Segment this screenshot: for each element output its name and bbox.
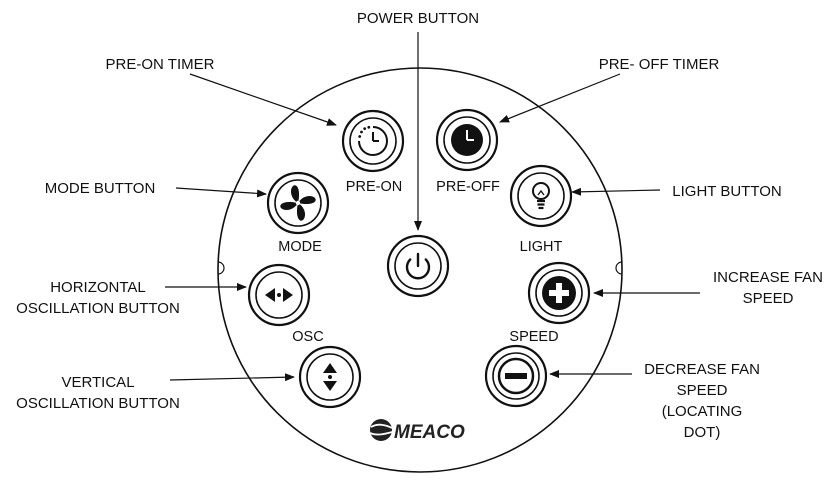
clock-icon: [451, 124, 483, 156]
arrow-pre-off: [499, 73, 621, 123]
mode-button[interactable]: [266, 171, 330, 235]
label-vertical-osc-line2: OSCILLATION BUTTON: [16, 395, 180, 412]
label-light-button: LIGHT BUTTON: [672, 183, 781, 200]
vertical-oscillation-button[interactable]: [298, 345, 362, 409]
label-decrease-speed-line3: (LOCATING: [662, 403, 743, 420]
panel-notch-right: [615, 261, 623, 275]
mode-panel-label: MODE: [278, 239, 322, 255]
label-mode-button: MODE BUTTON: [45, 180, 156, 197]
pre-on-timer-button[interactable]: [341, 109, 405, 173]
light-button[interactable]: [509, 164, 573, 228]
label-pre-off-timer: PRE- OFF TIMER: [599, 56, 720, 73]
minus-icon: [497, 357, 535, 395]
callout-arrows: [165, 32, 700, 382]
power-button[interactable]: [386, 234, 450, 298]
horizontal-oscillation-button[interactable]: [247, 263, 311, 327]
light-bulb-icon: [532, 182, 550, 210]
arrow-light: [571, 187, 661, 196]
increase-speed-button[interactable]: [527, 261, 591, 325]
label-decrease-speed-line4: DOT): [684, 424, 721, 441]
speed-panel-label: SPEED: [509, 329, 558, 345]
arrow-vertical-osc: [169, 373, 295, 382]
power-icon: [405, 258, 431, 280]
left-right-arrows-icon: [265, 288, 293, 302]
label-power-button: POWER BUTTON: [357, 10, 479, 27]
label-horizontal-osc-line2: OSCILLATION BUTTON: [16, 300, 180, 317]
label-decrease-speed-line1: DECREASE FAN: [644, 361, 760, 378]
label-horizontal-osc-line1: HORIZONTAL: [50, 279, 146, 296]
meaco-wordmark: MEACO: [394, 422, 465, 443]
meaco-logo: MEACO: [369, 419, 465, 443]
pre-on-panel-label: PRE-ON: [346, 179, 402, 195]
plus-icon: [542, 276, 576, 310]
osc-panel-label: OSC: [292, 329, 323, 345]
label-pre-on-timer: PRE-ON TIMER: [106, 56, 215, 73]
up-down-arrows-icon: [323, 363, 337, 391]
pre-off-panel-label: PRE-OFF: [436, 179, 500, 195]
panel-notch-left: [217, 261, 225, 275]
meaco-logo-mark: [369, 419, 393, 441]
label-decrease-speed-line2: SPEED: [677, 382, 728, 399]
label-increase-speed-line1: INCREASE FAN: [713, 269, 823, 286]
label-vertical-osc-line1: VERTICAL: [61, 374, 134, 391]
decrease-speed-button[interactable]: [484, 344, 548, 408]
arrow-mode: [175, 187, 267, 198]
light-panel-label: LIGHT: [520, 239, 563, 255]
pre-off-timer-button[interactable]: [435, 108, 499, 172]
callout-labels: POWER BUTTON PRE-ON TIMER PRE- OFF TIMER…: [16, 10, 823, 441]
arrow-pre-on: [189, 73, 337, 126]
label-increase-speed-line2: SPEED: [743, 290, 794, 307]
timer-dotted-clock-icon: [358, 125, 388, 156]
fan-icon: [280, 185, 316, 221]
